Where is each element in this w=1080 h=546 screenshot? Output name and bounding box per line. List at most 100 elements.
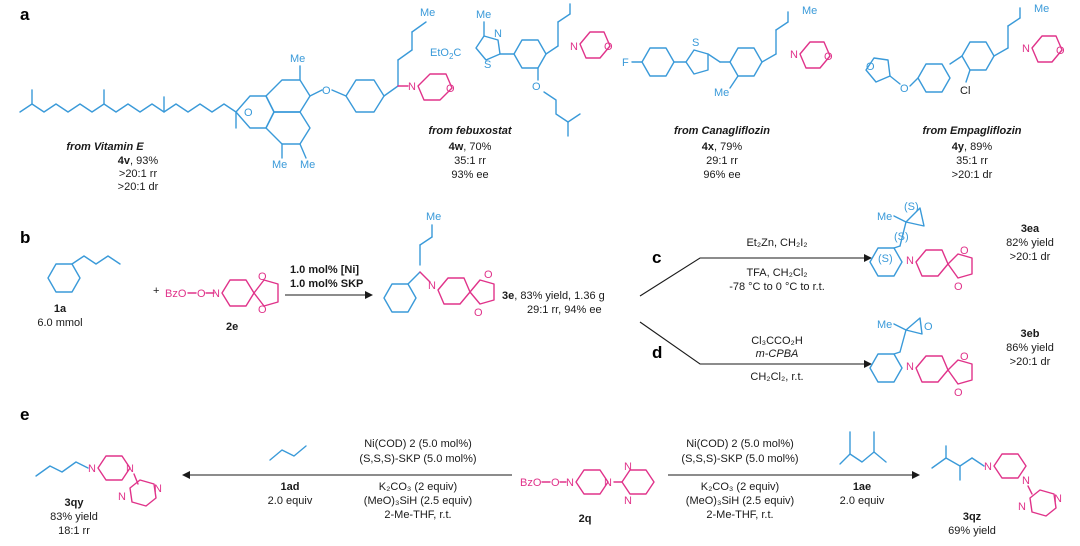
yield-4w-value: , 70% — [463, 141, 491, 153]
result-3e-value: , 83% yield, 1.36 g — [514, 290, 605, 302]
atom-o-2q: O — [551, 477, 560, 489]
atom-n-2q-1: N — [566, 477, 574, 489]
cond-e-right-5: 2-Me-THF, r.t. — [706, 509, 773, 521]
atom-n-4v: N — [408, 81, 416, 93]
structure-2q: BzO O N N N N — [520, 461, 655, 507]
atom-n-4w: N — [570, 41, 578, 53]
atom-n-3qy-1: N — [88, 463, 96, 475]
id-3ea: 3ea — [1021, 223, 1040, 235]
atom-o-morph-4y: O — [1056, 45, 1065, 57]
atom-o-ether: O — [322, 85, 331, 97]
atom-o-dioxo-1: O — [258, 271, 267, 283]
id-3qz: 3qz — [963, 511, 982, 523]
yield-4y-value: , 89% — [964, 141, 992, 153]
reagent-c-3: -78 °C to 0 °C to r.t. — [729, 281, 825, 293]
yield-4x-value: , 79% — [714, 141, 742, 153]
result-3e: 3e, 83% yield, 1.36 g — [502, 290, 605, 302]
atom-o-morph-4x: O — [824, 51, 833, 63]
yield-4x: 4x, 79% — [702, 141, 743, 153]
atom-o-3eb-2: O — [954, 387, 963, 399]
atom-n-2q-2: N — [604, 477, 612, 489]
atom-s-thiazole: S — [484, 59, 491, 71]
atom-me-3eb: Me — [877, 319, 892, 331]
cond-e-left-4: (MeO)₃SiH (2.5 equiv) — [364, 495, 472, 507]
structure-4v: O Me Me Me O Me N O — [19, 7, 455, 171]
cond-b-1: 1.0 mol% [Ni] — [290, 264, 359, 276]
structure-1ad — [269, 445, 307, 461]
reagent-d-2: m-CPBA — [756, 348, 799, 360]
yield-4v: 4v, 93% — [118, 155, 159, 167]
yield-4v-value: , 93% — [130, 155, 158, 167]
reagent-c-2: TFA, CH₂Cl₂ — [746, 267, 807, 279]
source-4v: from Vitamin E — [66, 141, 144, 153]
amount-1ae: 2.0 equiv — [840, 495, 885, 507]
atom-n-3ea: N — [906, 255, 914, 267]
reagent-d-3: CH₂Cl₂, r.t. — [750, 371, 803, 383]
stereo-3ea-2: (S) — [894, 231, 909, 243]
atom-o-3eb-1: O — [960, 351, 969, 363]
structure-1ae — [839, 431, 887, 465]
atom-me-3ea: Me — [877, 211, 892, 223]
id-3e: 3e — [502, 290, 514, 302]
atom-cl: Cl — [960, 85, 970, 97]
yield-3ea: 82% yield — [1006, 237, 1054, 249]
arrow-d — [639, 321, 864, 365]
atom-n-3qz-2: N — [1022, 475, 1030, 487]
atom-n-pyr-4: N — [624, 495, 632, 507]
panel-label-a: a — [20, 5, 30, 24]
structure-3qz: N N N N — [931, 445, 1062, 517]
id-3qy: 3qy — [65, 497, 85, 509]
atom-f: F — [622, 57, 629, 69]
panel-label-c: c — [652, 248, 661, 267]
atom-me-4y: Me — [1034, 3, 1049, 15]
atom-n-pyr-5: N — [1018, 501, 1026, 513]
structure-1a — [47, 255, 121, 293]
dr-4y: >20:1 dr — [952, 169, 993, 181]
atom-o-morph-4v: O — [446, 83, 455, 95]
reagent-d-1: Cl₃CCO₂H — [751, 335, 803, 347]
yield-3eb: 86% yield — [1006, 342, 1054, 354]
id-4x: 4x — [702, 141, 715, 153]
structure-3qy: N N N N — [35, 455, 162, 507]
arrowhead-c — [864, 254, 872, 262]
stereo-3ea-3: (S) — [878, 253, 893, 265]
atom-n-3qz-1: N — [984, 461, 992, 473]
atom-s-thiophene: S — [692, 37, 699, 49]
atom-me-4w: Me — [476, 9, 491, 21]
atom-me-4x-top: Me — [802, 5, 817, 17]
atom-n-pyr-1: N — [118, 491, 126, 503]
panel-label-d: d — [652, 343, 662, 362]
atom-me-1: Me — [290, 53, 305, 65]
cond-b-2: 1.0 mol% SKP — [290, 278, 363, 290]
atom-o-epoxide: O — [924, 321, 933, 333]
cond-e-right-3: K₂CO₃ (2 equiv) — [701, 481, 779, 493]
ee-4w: 93% ee — [451, 169, 488, 181]
structure-3eb: Me O N O O — [869, 317, 973, 399]
structure-4x: F S Me Me N O — [622, 5, 833, 99]
yield-3qz: 69% yield — [948, 525, 996, 537]
atom-me-3: Me — [300, 159, 315, 171]
atom-n-4x: N — [790, 49, 798, 61]
arrowhead-e-left — [182, 471, 190, 479]
atom-n-thiazole: N — [494, 28, 502, 40]
id-1a: 1a — [54, 303, 67, 315]
structure-4w: EtO2C Me N S N O O — [430, 3, 613, 137]
selectivity-3e: 29:1 rr, 94% ee — [527, 304, 602, 316]
atom-o-ether-4w: O — [532, 81, 541, 93]
structure-3e: Me N O O — [383, 211, 495, 319]
cond-e-left-2: (S,S,S)-SKP (5.0 mol%) — [359, 453, 476, 465]
rr-4w: 35:1 rr — [454, 155, 486, 167]
atom-n-2e: N — [212, 288, 220, 300]
atom-o-3e-2: O — [474, 307, 483, 319]
atom-o-2e: O — [197, 288, 206, 300]
atom-n-4y: N — [1022, 43, 1030, 55]
id-4y: 4y — [952, 141, 965, 153]
amount-1a: 6.0 mmol — [37, 317, 82, 329]
cond-e-right-4: (MeO)₃SiH (2.5 equiv) — [686, 495, 794, 507]
id-4v: 4v — [118, 155, 131, 167]
yield-4w: 4w, 70% — [449, 141, 492, 153]
atom-me-3e: Me — [426, 211, 441, 223]
source-4w: from febuxostat — [428, 125, 512, 137]
rr-4v: >20:1 rr — [119, 168, 158, 180]
